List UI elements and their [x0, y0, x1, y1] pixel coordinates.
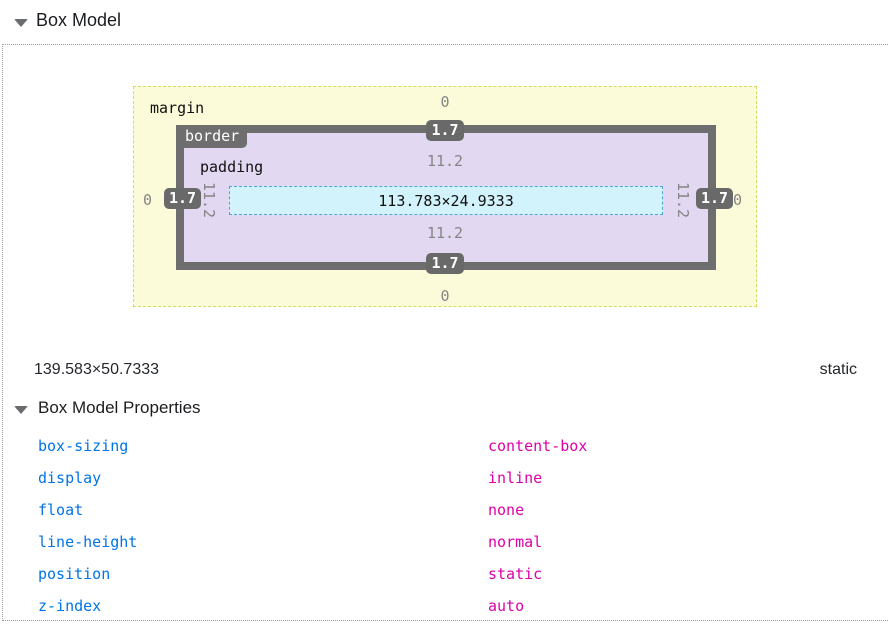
- margin-bottom-value[interactable]: 0: [440, 287, 450, 305]
- border-right-value[interactable]: 1.7: [696, 188, 734, 209]
- padding-top-value[interactable]: 11.2: [426, 152, 464, 170]
- margin-left-value[interactable]: 0: [143, 191, 153, 209]
- property-row: display inline: [0, 469, 888, 491]
- property-name: box-sizing: [38, 437, 129, 455]
- padding-label: padding: [200, 158, 264, 176]
- property-row: position static: [0, 565, 888, 587]
- box-model-title: Box Model: [36, 10, 122, 30]
- property-value: static: [488, 565, 543, 583]
- property-row: float none: [0, 501, 888, 523]
- property-value: auto: [488, 597, 525, 615]
- box-model-panel-outline: [2, 44, 888, 621]
- property-name: display: [38, 469, 102, 487]
- border-bottom-value[interactable]: 1.7: [134, 253, 756, 274]
- property-row: z-index auto: [0, 597, 888, 619]
- box-model-margin-region[interactable]: margin 0 1.7 border padding 11.2 113.783…: [133, 86, 757, 307]
- property-name: position: [38, 565, 111, 583]
- collapse-arrow-icon[interactable]: [14, 19, 28, 27]
- margin-top-value[interactable]: 0: [440, 93, 450, 111]
- property-name: z-index: [38, 597, 102, 615]
- property-name: float: [38, 501, 84, 519]
- border-label: border: [177, 126, 248, 148]
- padding-bottom-value[interactable]: 11.2: [426, 224, 464, 242]
- box-model-content-region[interactable]: 113.783×24.9333: [229, 186, 663, 215]
- box-model-section-header[interactable]: Box Model: [0, 0, 888, 44]
- property-row: box-sizing content-box: [0, 437, 888, 459]
- property-value: normal: [488, 533, 543, 551]
- element-position: static: [819, 361, 857, 378]
- border-top-value[interactable]: 1.7: [134, 120, 756, 141]
- box-model-properties-title: Box Model Properties: [38, 398, 201, 417]
- property-name: line-height: [38, 533, 138, 551]
- border-left-value[interactable]: 1.7: [164, 188, 202, 209]
- margin-label: margin: [150, 99, 205, 117]
- box-model-properties-header[interactable]: Box Model Properties: [0, 398, 888, 424]
- property-value: none: [488, 501, 525, 519]
- content-size-value: 113.783×24.9333: [378, 191, 514, 210]
- property-row: line-height normal: [0, 533, 888, 555]
- element-size: 139.583×50.7333: [34, 361, 160, 378]
- property-value: content-box: [488, 437, 588, 455]
- margin-right-value[interactable]: 0: [733, 191, 743, 209]
- property-value: inline: [488, 469, 543, 487]
- collapse-arrow-icon[interactable]: [14, 406, 28, 414]
